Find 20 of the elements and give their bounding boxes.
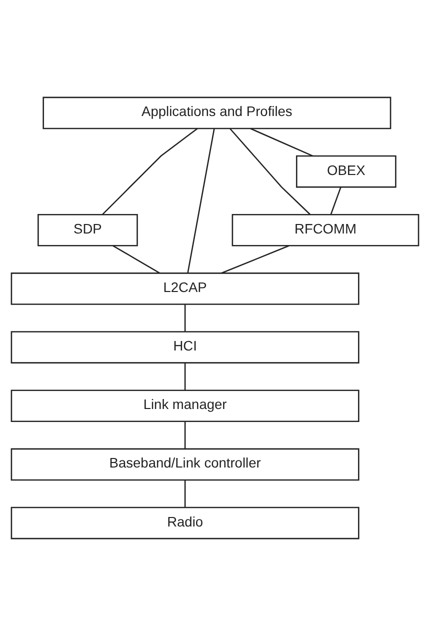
connector [102, 128, 198, 215]
node-box: SDP [38, 214, 138, 246]
connector [330, 187, 342, 214]
connector [112, 245, 160, 274]
node-box: Link manager [10, 390, 360, 422]
connector [230, 128, 311, 215]
node-box: RFCOMM [232, 214, 420, 246]
node-box: L2CAP [10, 272, 360, 305]
node-box: Applications and Profiles [42, 96, 392, 130]
node-box: Baseband/Link controller [10, 448, 360, 481]
connector [250, 128, 313, 157]
connector [221, 245, 290, 274]
connector [184, 480, 186, 508]
connector [184, 304, 186, 332]
connector [184, 422, 186, 449]
node-box: OBEX [296, 155, 396, 188]
connector [184, 363, 186, 390]
connector [187, 128, 215, 274]
node-box: Radio [10, 506, 360, 540]
node-box: HCI [10, 331, 360, 364]
